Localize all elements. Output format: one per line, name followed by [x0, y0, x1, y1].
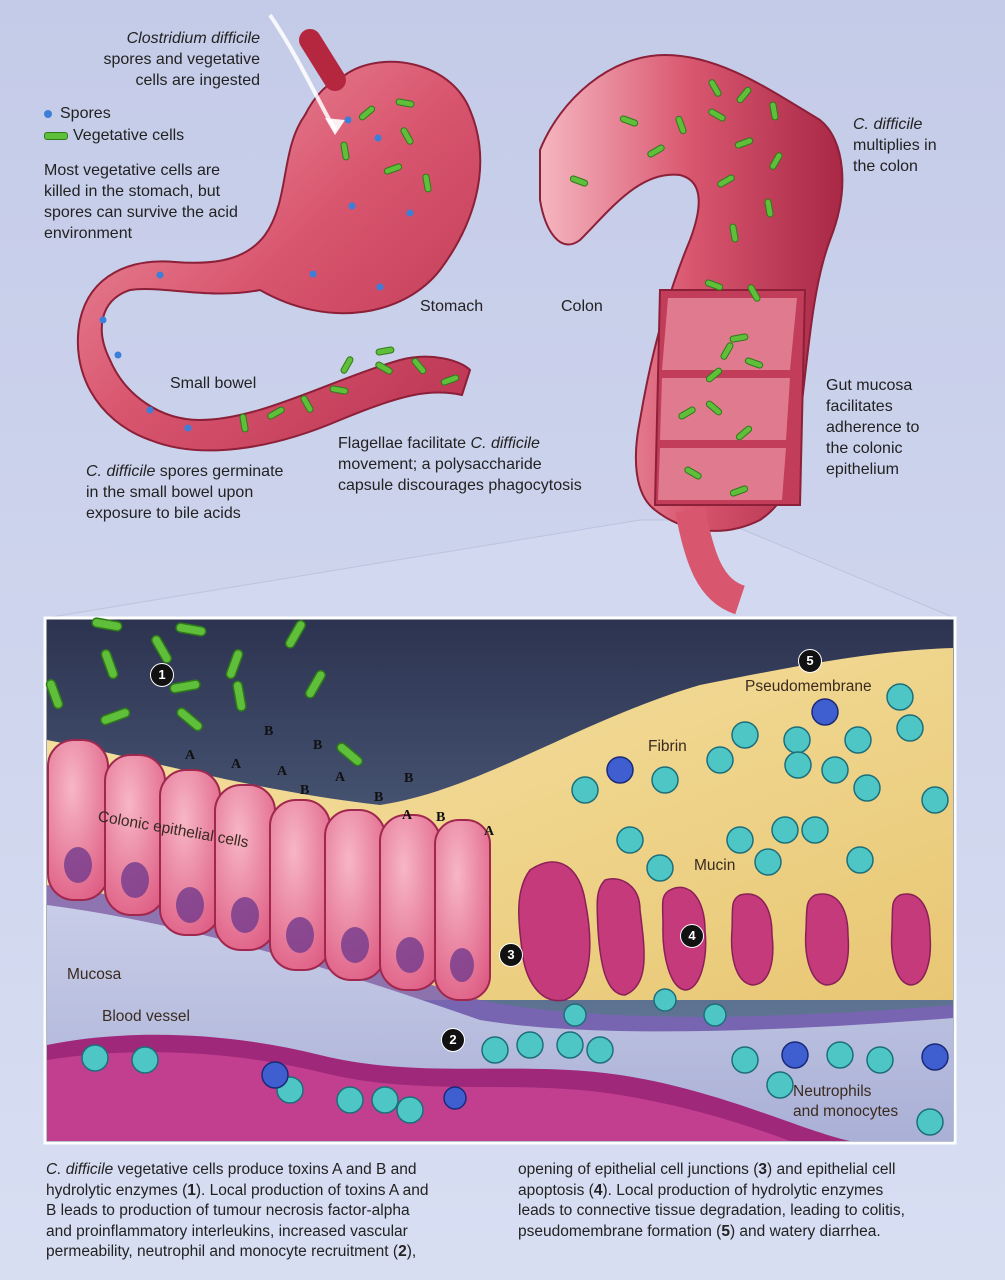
- monocytes: [261, 698, 949, 1110]
- neutrophils-label: Neutrophils and monocytes: [793, 1082, 898, 1122]
- multiplies-species: C. difficile: [853, 116, 923, 133]
- killed-line-1: Most vegetative cells are: [44, 162, 221, 179]
- mucosa-label: Mucosa: [67, 966, 122, 983]
- toxin-b: B: [404, 771, 414, 786]
- mucosa-line-5: epithelium: [826, 461, 899, 478]
- multiplies-line-3: the colon: [853, 158, 918, 175]
- legend-vegetative: Vegetative cells: [44, 127, 184, 145]
- caption-ref-1: 1: [187, 1181, 196, 1199]
- caption-right-4a: pseudomembrane formation (: [518, 1222, 722, 1240]
- toxin-b: B: [374, 790, 384, 805]
- pseudomembrane-label: Pseudomembrane: [745, 678, 872, 695]
- ingest-label: Clostridium difficile spores and vegetat…: [82, 28, 260, 91]
- legend-vegetative-label: Vegetative cells: [73, 127, 185, 144]
- caption-left-1: vegetative cells produce toxins A and B …: [113, 1161, 417, 1178]
- mucosa-line-2: facilitates: [826, 398, 893, 415]
- spores: [99, 116, 414, 432]
- toxin-a: A: [402, 808, 413, 823]
- nuclei: [64, 847, 474, 982]
- caption-left: C. difficile vegetative cells produce to…: [46, 1160, 511, 1263]
- inset-vegetative-cells: [45, 617, 363, 767]
- caption-right-2a: apoptosis (: [518, 1181, 594, 1199]
- killed-line-2: killed in the stomach, but: [44, 183, 221, 200]
- flag-species: C. difficile: [470, 435, 540, 452]
- marker-1: 1: [150, 663, 174, 687]
- caption-right: opening of epithelial cell junctions (3)…: [518, 1160, 988, 1242]
- caption-ref-3: 3: [758, 1161, 768, 1178]
- toxin-b: B: [300, 783, 310, 798]
- flag-line-1a: Flagellae facilitate: [338, 435, 471, 452]
- flag-line-3: capsule discourages phagocytosis: [338, 477, 582, 494]
- legend-spores: Spores: [44, 105, 111, 123]
- multiplies-line-2: multiplies in: [853, 137, 937, 154]
- colon-label: Colon: [561, 298, 603, 315]
- caption-right-1a: opening of epithelial cell junctions (: [518, 1161, 759, 1178]
- caption-left-5b: ),: [406, 1243, 417, 1260]
- caption-species: C. difficile: [46, 1161, 114, 1178]
- mucosa-line-4: the colonic: [826, 440, 903, 457]
- toxin-b: B: [436, 810, 446, 825]
- germ-line-2: in the small bowel upon: [86, 484, 254, 501]
- caption-right-1b: ) and epithelial cell: [767, 1161, 896, 1178]
- stomach-label: Stomach: [420, 298, 484, 315]
- vegetative-cells: [239, 79, 783, 497]
- ingest-line-2: spores and vegetative: [103, 51, 260, 68]
- blood-vessel-label: Blood vessel: [102, 1008, 190, 1025]
- caption-ref-2: 2: [398, 1243, 407, 1260]
- legend-spores-label: Spores: [60, 105, 111, 122]
- caption-right-4b: ) and watery diarrhea.: [729, 1222, 881, 1240]
- killed-line-3: spores can survive the acid: [44, 204, 238, 221]
- caption-left-5a: permeability, neutrophil and monocyte re…: [46, 1243, 399, 1260]
- caption-left-3: B leads to production of tumour necrosis…: [46, 1202, 410, 1219]
- ingest-line-3: cells are ingested: [135, 72, 260, 89]
- flagellae-label: Flagellae facilitate C. difficile moveme…: [338, 433, 582, 496]
- toxin-a: A: [335, 770, 346, 785]
- epithelial-cells: [47, 739, 491, 1001]
- toxin-a: A: [277, 764, 288, 779]
- fibrin-label: Fibrin: [648, 738, 687, 755]
- gut-mucosa-label: Gut mucosa facilitates adherence to the …: [826, 375, 919, 480]
- toxin-b: B: [313, 738, 323, 753]
- stomach-illustration: [76, 13, 482, 452]
- caption-left-4: and proinflammatory interleukins, increa…: [46, 1222, 408, 1240]
- killed-label: Most vegetative cells are killed in the …: [44, 160, 238, 244]
- caption-left-2b: ). Local production of toxins A and: [195, 1181, 429, 1199]
- neutrophils-line-2: and monocytes: [793, 1103, 899, 1120]
- spore-icon: [44, 109, 52, 118]
- mucin-label: Mucin: [694, 857, 736, 874]
- mucosa-line-1: Gut mucosa: [826, 377, 913, 394]
- germ-species: C. difficile: [86, 463, 156, 480]
- toxin-a: A: [231, 757, 242, 772]
- caption-ref-4: 4: [593, 1181, 603, 1199]
- marker-3: 3: [499, 943, 523, 967]
- small-bowel-label: Small bowel: [170, 375, 257, 392]
- flag-line-2: movement; a polysaccharide: [338, 456, 542, 473]
- vegetative-cell-icon: [44, 131, 68, 140]
- caption-ref-5: 5: [721, 1222, 730, 1240]
- toxin-a: A: [185, 748, 196, 763]
- germ-line-3: exposure to bile acids: [86, 505, 241, 522]
- caption-left-2a: hydrolytic enzymes (: [46, 1181, 188, 1199]
- ingest-species: Clostridium difficile: [126, 30, 260, 47]
- caption-right-3: leads to connective tissue degradation, …: [518, 1202, 905, 1219]
- toxin-a: A: [484, 824, 495, 839]
- neutrophils-line-1: Neutrophils: [793, 1083, 872, 1100]
- multiplies-label: C. difficile multiplies in the colon: [853, 114, 937, 177]
- germinate-label: C. difficile spores germinate in the sma…: [86, 461, 283, 524]
- colon-illustration: [539, 53, 844, 615]
- marker-5: 5: [798, 649, 822, 673]
- caption-right-2b: ). Local production of hydrolytic enzyme…: [602, 1181, 884, 1199]
- neutrophils: [81, 683, 949, 1136]
- marker-4: 4: [680, 924, 704, 948]
- toxin-b: B: [264, 724, 274, 739]
- killed-line-4: environment: [44, 225, 133, 242]
- inset-panel: [43, 616, 957, 1145]
- mucosa-line-3: adherence to: [826, 419, 920, 436]
- germ-line-1b: spores germinate: [155, 463, 284, 480]
- marker-2: 2: [441, 1028, 465, 1052]
